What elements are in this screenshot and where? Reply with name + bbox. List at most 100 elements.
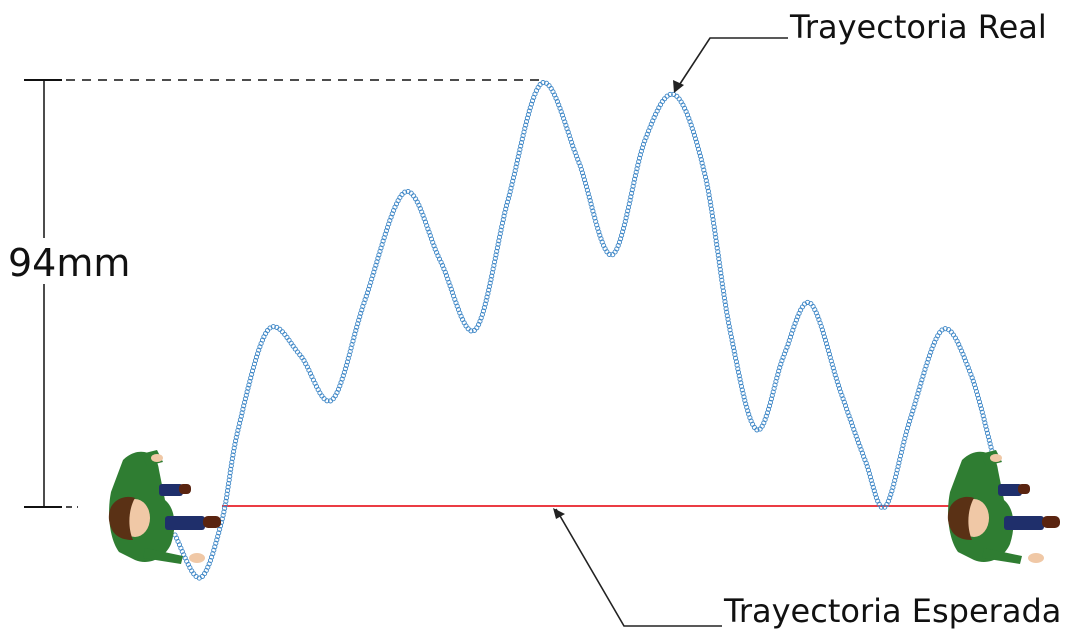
real-path-dot	[622, 218, 628, 224]
walker-shoe-upper	[179, 484, 191, 494]
real-path-dot	[865, 467, 871, 473]
real-path-dot	[371, 269, 377, 275]
walker-pants-upper	[159, 484, 183, 496]
real-path-dot	[868, 477, 874, 483]
real-path-dot	[357, 314, 363, 320]
real-path-dot	[237, 417, 243, 423]
real-path-dot	[351, 335, 357, 341]
real-path-dot	[223, 498, 229, 504]
real-path-dot	[354, 324, 360, 330]
real-path-dot	[505, 196, 511, 202]
real-path-dot	[906, 422, 912, 428]
real-path-arrowhead-icon	[673, 80, 684, 93]
real-path-dot	[632, 173, 638, 179]
real-path-dot	[871, 488, 877, 494]
real-path-dot	[772, 382, 778, 388]
real-path-dot	[583, 184, 590, 190]
real-path-dot	[596, 229, 602, 235]
real-path-dot	[695, 146, 702, 152]
real-path-dot	[979, 409, 985, 415]
real-path-dot	[346, 352, 352, 358]
walker-end-icon	[947, 450, 1060, 564]
real-path-dot	[819, 327, 825, 333]
real-path-dot	[386, 221, 392, 227]
real-path-dot	[213, 540, 219, 546]
real-path-dot	[918, 380, 924, 386]
real-path-trace	[172, 80, 996, 581]
real-path-dot	[361, 300, 367, 306]
real-path-dot	[616, 239, 623, 245]
real-path-dot	[540, 80, 546, 86]
real-path-dot	[698, 157, 704, 163]
real-path-dot	[492, 255, 498, 261]
real-path-dot	[279, 329, 285, 335]
real-path-dot	[690, 129, 697, 135]
real-path-dot	[240, 406, 246, 412]
real-path-dot	[227, 470, 233, 476]
real-path-dot	[894, 467, 900, 473]
real-path-dot	[908, 415, 914, 421]
real-path-dot	[771, 385, 777, 392]
walker-pants-lower	[1004, 516, 1044, 530]
real-path-dot	[270, 324, 276, 330]
real-path-dot	[629, 190, 635, 196]
real-path-dot	[727, 327, 733, 333]
real-path-dot	[224, 491, 230, 497]
real-path-dot	[896, 460, 902, 466]
real-path-dot	[487, 280, 493, 286]
walker-hair	[947, 496, 974, 540]
real-path-dot	[633, 169, 639, 175]
real-path-dot	[507, 189, 513, 195]
real-path-dot	[358, 310, 364, 316]
real-path-dot	[975, 395, 982, 401]
real-path-dot	[628, 194, 634, 200]
dimension-marker: 94mm	[6, 79, 540, 508]
real-path-dot	[939, 327, 945, 333]
real-path-dot	[523, 119, 530, 125]
real-path-dot	[719, 281, 725, 287]
real-path-dot	[701, 167, 707, 173]
real-path-dot	[917, 384, 923, 390]
real-path-dot	[715, 252, 721, 258]
real-path-dot	[893, 474, 899, 480]
real-path-dot	[714, 245, 720, 251]
real-path-dot	[492, 259, 498, 265]
real-path-dot	[214, 537, 220, 543]
real-path-dot	[523, 122, 529, 128]
real-path-dot	[835, 382, 841, 388]
real-path-dot	[766, 403, 773, 409]
real-path-dot	[733, 359, 739, 365]
real-path-dot	[502, 210, 508, 216]
real-path-dot	[495, 241, 501, 247]
real-path-dot	[948, 329, 954, 335]
real-path-dot	[229, 459, 235, 465]
real-path-dot	[777, 365, 783, 371]
real-path-dot	[754, 427, 760, 433]
real-path-dot	[905, 425, 911, 431]
real-path-dot	[503, 203, 510, 209]
real-path-dot	[911, 404, 917, 410]
walker-pants-lower	[165, 516, 205, 530]
real-path-dot	[247, 378, 253, 384]
real-path-dot	[903, 432, 909, 438]
real-path-dot	[725, 316, 731, 322]
real-path-dot	[382, 231, 388, 237]
real-path-dot	[729, 337, 735, 344]
real-path-callout: Trayectoria Real	[673, 8, 1047, 93]
real-path-dot	[242, 399, 248, 405]
real-path-dot	[902, 435, 908, 442]
real-path-dot	[912, 401, 918, 407]
real-path-dot	[829, 361, 835, 368]
real-path-dot	[823, 341, 830, 347]
real-path-dot	[821, 334, 827, 340]
real-path-dot	[827, 354, 833, 361]
real-path-dot	[343, 362, 349, 368]
real-path-dot	[486, 284, 492, 290]
real-path-dot	[347, 348, 353, 355]
real-path-dot	[730, 345, 737, 351]
real-path-dot	[210, 551, 216, 557]
real-path-dot	[916, 387, 922, 393]
real-path-dot	[842, 403, 849, 409]
real-path-dot	[985, 434, 991, 440]
real-path-dot	[515, 154, 521, 160]
